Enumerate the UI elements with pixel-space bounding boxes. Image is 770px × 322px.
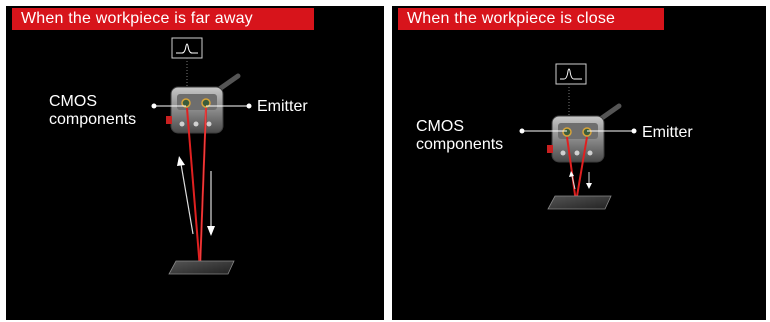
cmos-label-line2: components xyxy=(49,111,137,128)
cmos-label-line1: CMOS xyxy=(416,118,464,135)
cmos-label-line1: CMOS xyxy=(49,93,97,110)
label-pointers xyxy=(151,103,252,109)
direction-arrows xyxy=(177,156,215,236)
workpiece-plate xyxy=(168,260,235,275)
panel-title: When the workpiece is far away xyxy=(12,8,314,30)
laser-beam xyxy=(186,107,207,270)
workpiece-plate xyxy=(547,195,612,210)
label-pointers xyxy=(519,128,637,134)
sensor-head xyxy=(547,103,622,163)
panel-workpiece-close: When the workpiece is close xyxy=(392,6,766,320)
panel-title: When the workpiece is close xyxy=(398,8,664,30)
diagram-close xyxy=(519,63,637,210)
arrow-down-icon xyxy=(586,183,592,189)
waveform-display-icon xyxy=(171,37,203,88)
direction-arrows xyxy=(569,171,592,190)
laser-beam xyxy=(566,136,588,203)
emitter-label: Emitter xyxy=(257,98,308,115)
sensor-head xyxy=(166,73,241,134)
cmos-label-line2: components xyxy=(416,136,504,153)
diagram-far xyxy=(151,37,252,275)
arrow-up-icon xyxy=(177,156,185,166)
arrow-down-icon xyxy=(207,226,215,236)
waveform-display-icon xyxy=(555,63,587,116)
arrow-up-icon xyxy=(569,171,574,177)
emitter-label: Emitter xyxy=(642,124,693,141)
panel-workpiece-far: When the workpiece is far away xyxy=(6,6,384,320)
